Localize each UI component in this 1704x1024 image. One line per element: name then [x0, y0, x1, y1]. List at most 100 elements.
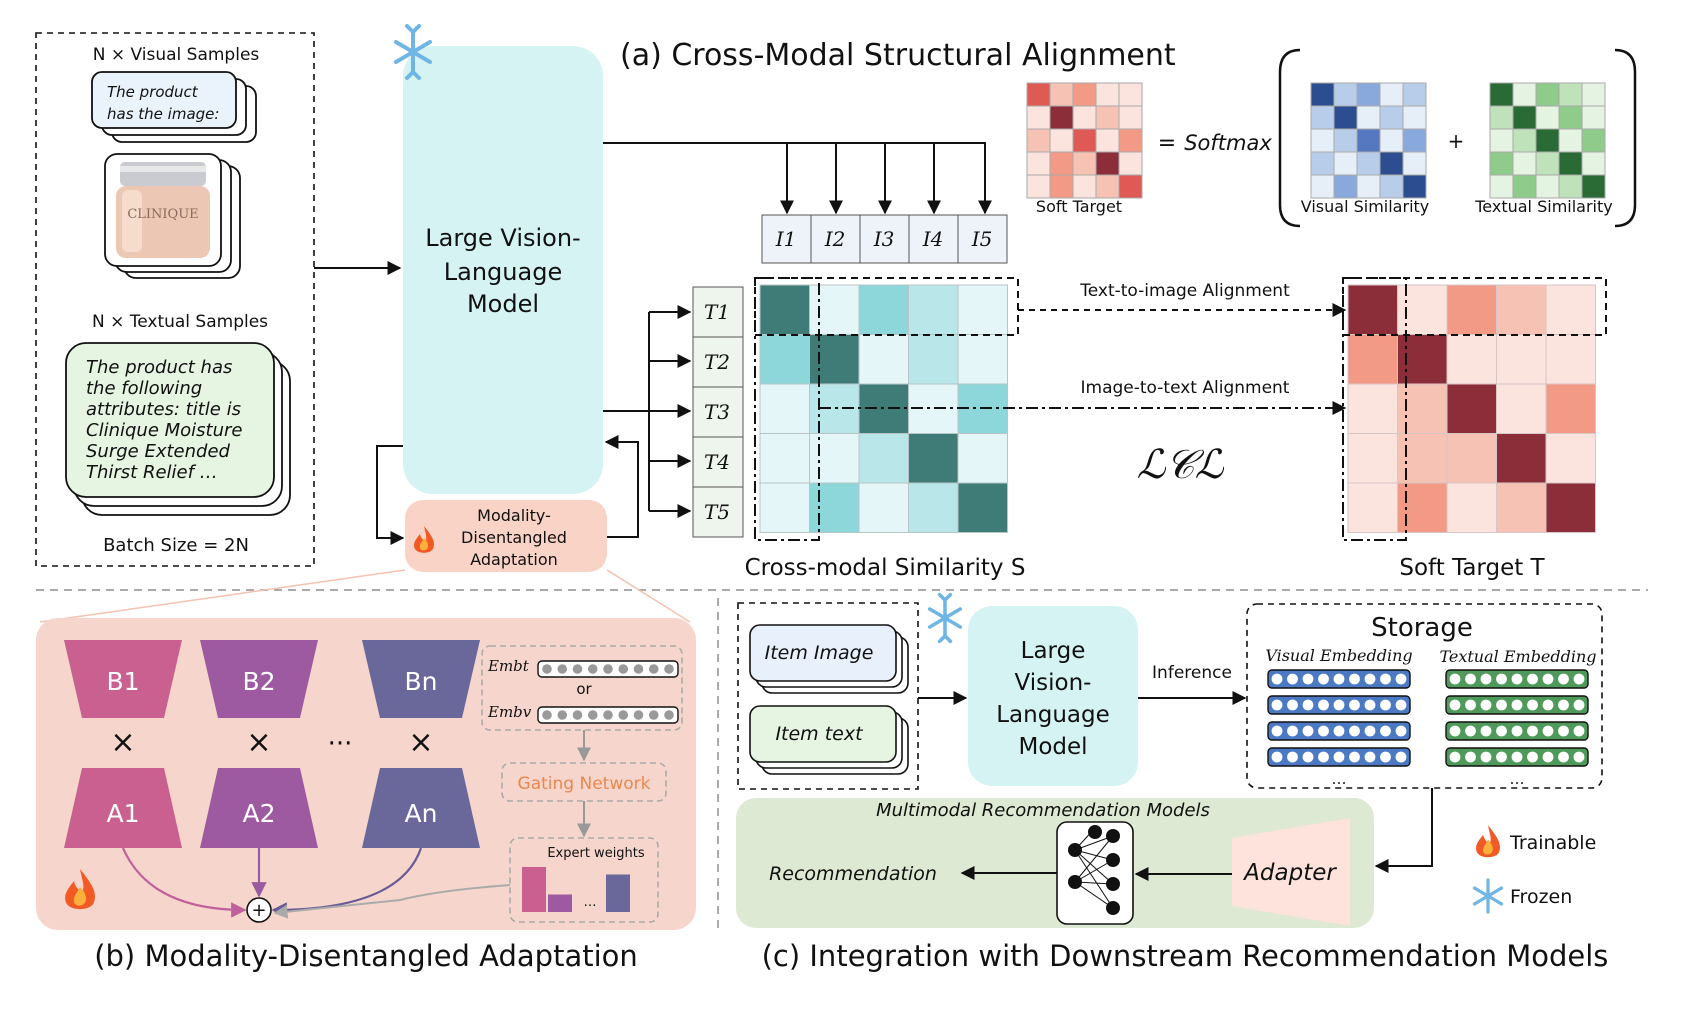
visual-embedding-dot [1302, 673, 1314, 685]
visual-embedding-dot [1318, 751, 1329, 763]
lvlm-c-label-1: Large [1021, 638, 1086, 664]
small-soft-target-cell [1095, 105, 1120, 130]
image-prompt-line-1: The product [107, 83, 199, 101]
textual-embedding-dot [1511, 725, 1523, 737]
small-soft-target-cell [1118, 151, 1143, 176]
text-prompt-line-3: attributes: title is [86, 399, 241, 420]
textual-similarity-cell [1512, 128, 1537, 153]
similarity-matrix-cell [759, 433, 810, 484]
soft-target-matrix-cell [1545, 433, 1596, 484]
image-token-i2: I2 [824, 227, 846, 251]
flame-icon [414, 526, 434, 553]
legend-frozen-label: Frozen [1510, 886, 1572, 908]
textual-embedding-dot [1449, 699, 1461, 711]
similarity-matrix-cell [858, 433, 909, 484]
b2-expert [200, 640, 318, 718]
small-soft-target-cell [1026, 105, 1051, 130]
visual-similarity-cell [1310, 128, 1335, 153]
emb-v-vector-dot [572, 710, 583, 720]
soft-target-matrix-cell [1446, 284, 1497, 335]
soft-target-matrix-cell [1496, 482, 1547, 533]
textual-embedding-dot [1527, 751, 1538, 763]
visual-embedding-dot [1333, 673, 1345, 685]
textual-embedding-dot [1496, 699, 1507, 711]
times-1: × [110, 725, 135, 760]
storage-to-adapter-arrow [1374, 788, 1433, 873]
visual-embedding-dot [1364, 673, 1376, 685]
textual-embedding-dot [1527, 699, 1538, 711]
visual-embedding-dot [1395, 699, 1407, 711]
plus-sign: + [1448, 129, 1465, 153]
emb-v-vector-dot [557, 710, 568, 720]
visual-embedding-dot [1349, 673, 1360, 685]
lvlm-block: Large Vision- Language Model [403, 46, 603, 494]
t2i-alignment-label: Text-to-image Alignment [1079, 281, 1290, 301]
small-soft-target-cell [1095, 151, 1120, 176]
emb-t-vector-dot [648, 664, 659, 674]
textual-embedding-dot [1558, 699, 1569, 711]
textual-similarity-cell [1489, 105, 1514, 130]
textual-similarity-cell [1558, 128, 1583, 153]
textual-similarity-label: Textual Similarity [1474, 197, 1612, 216]
visual-embedding-dot [1333, 725, 1345, 737]
section-a-title: (a) Cross-Modal Structural Alignment [620, 38, 1176, 73]
soft-target-matrix-cell [1397, 334, 1448, 385]
visual-similarity-cell [1402, 105, 1427, 130]
visual-similarity-cell [1310, 151, 1335, 176]
textual-similarity-cell [1558, 151, 1583, 176]
visual-embedding-dot [1302, 725, 1314, 737]
small-soft-target-cell [1026, 82, 1051, 107]
small-soft-target-cell [1118, 105, 1143, 130]
similarity-row-highlight [754, 277, 1019, 336]
small-soft-target-cell [1049, 82, 1074, 107]
textual-embedding-dot [1558, 751, 1569, 763]
small-soft-target-cell [1049, 128, 1074, 153]
visual-embedding-dot [1302, 699, 1314, 711]
expert-weight-bar [522, 867, 546, 912]
visual-similarity-cell [1310, 174, 1335, 199]
visual-similarity-cell [1402, 151, 1427, 176]
left-paren [1278, 48, 1301, 228]
similarity-matrix-cell [809, 482, 860, 533]
emb-t-label: Embt [487, 657, 530, 675]
visual-samples-label: N × Visual Samples [93, 45, 260, 65]
similarity-matrix-cell [858, 334, 909, 385]
textual-similarity-cell [1581, 82, 1606, 107]
visual-similarity-cell [1402, 82, 1427, 107]
small-soft-target-cell [1026, 174, 1051, 199]
visual-embedding-dot [1364, 725, 1376, 737]
textual-embedding-dot [1480, 725, 1492, 737]
textual-similarity-cell [1535, 128, 1560, 153]
gating-network-box [501, 762, 667, 802]
visual-embedding-dot [1333, 751, 1345, 763]
visual-embedding-dot [1349, 725, 1360, 737]
an-expert [362, 768, 480, 848]
textual-similarity-cell [1581, 105, 1606, 130]
similarity-matrix-cell [759, 334, 810, 385]
text-token-t3: T3 [704, 400, 730, 424]
text-token-t1: T1 [704, 300, 730, 324]
visual-embedding-dot [1302, 751, 1314, 763]
soft-target-matrix-cell [1397, 433, 1448, 484]
emb-v-vector-dot [633, 710, 644, 720]
emb-v-vector-dot [648, 710, 659, 720]
textual-similarity-cell [1489, 82, 1514, 107]
textual-embedding-label: Textual Embedding [1439, 647, 1596, 666]
textual-similarity-cell [1512, 82, 1537, 107]
sum-plus: + [251, 900, 266, 921]
recommendation-label: Recommendation [769, 863, 937, 885]
textual-embedding-dot [1496, 751, 1507, 763]
emb-t-vector-dot [557, 664, 568, 674]
adapter-label: Adapter [1242, 860, 1337, 886]
visual-similarity-cell [1356, 174, 1381, 199]
legend-trainable-label: Trainable [1509, 832, 1596, 854]
jar-brand: CLINIQUE [127, 207, 198, 222]
soft-target-matrix-cell [1397, 284, 1448, 335]
times-n: × [408, 725, 433, 760]
textual-embedding-dot [1558, 673, 1569, 685]
visual-similarity-cell [1356, 105, 1381, 130]
textual-embedding-dot [1480, 673, 1492, 685]
emb-t-vector-dot [587, 664, 598, 674]
visual-similarity-cell [1356, 151, 1381, 176]
visual-similarity-cell [1333, 174, 1358, 199]
